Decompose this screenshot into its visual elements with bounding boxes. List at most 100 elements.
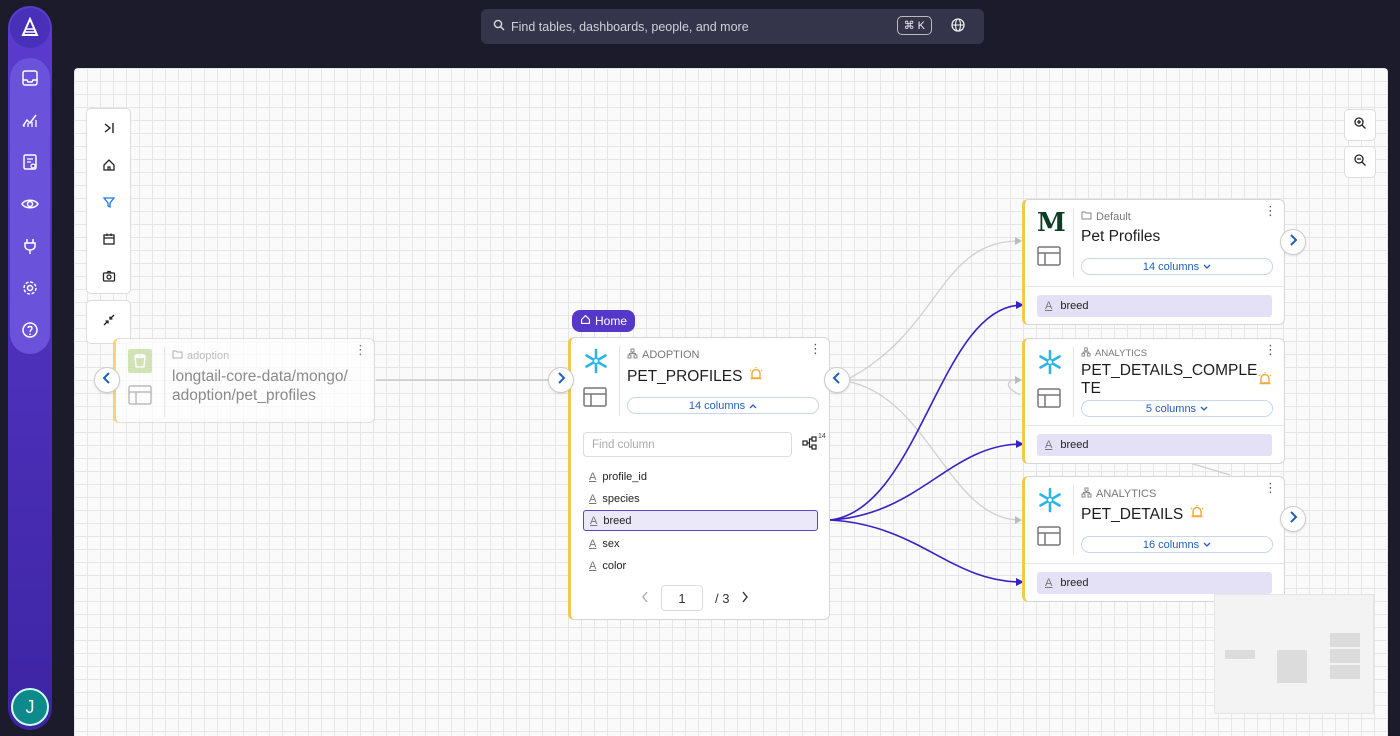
table-icon <box>128 385 158 410</box>
snowflake-icon <box>1037 487 1067 518</box>
analytics-icon[interactable] <box>10 104 50 136</box>
expand-downstream-button[interactable] <box>1280 506 1306 532</box>
snowflake-icon <box>1037 349 1067 380</box>
prev-page-icon[interactable] <box>641 591 649 606</box>
nav-rail: J <box>8 6 52 730</box>
column-name: sex <box>602 537 620 550</box>
lineage-graph-icon[interactable] <box>802 436 818 455</box>
plug-icon[interactable] <box>10 230 50 262</box>
column-pager: 1 / 3 <box>641 585 781 611</box>
target-crumb: Default <box>1096 210 1131 223</box>
target-title: Pet Profiles <box>1081 228 1161 245</box>
camera-icon[interactable] <box>87 257 130 294</box>
app-logo-icon[interactable] <box>10 8 50 48</box>
chevron-right-icon <box>1288 233 1298 251</box>
main-title: PET_PROFILES <box>627 367 743 385</box>
expand-downstream-button[interactable] <box>1280 229 1306 255</box>
globe-icon[interactable] <box>950 17 966 36</box>
source-title-line1: longtail-core-data/mongo/ <box>172 368 348 385</box>
minimap[interactable] <box>1214 594 1374 714</box>
user-initial: J <box>25 696 35 717</box>
nav-group <box>10 58 50 354</box>
page-total: / 3 <box>715 590 730 606</box>
collapse-button[interactable] <box>86 300 131 344</box>
zoom-in-icon <box>1353 116 1367 135</box>
folder-icon <box>172 349 183 362</box>
kebab-menu-icon[interactable]: ⋮ <box>354 342 367 357</box>
user-avatar[interactable]: J <box>11 688 49 726</box>
home-icon <box>580 314 591 328</box>
source-crumb: adoption <box>187 349 230 362</box>
expand-upstream-button[interactable] <box>94 367 120 393</box>
eye-icon[interactable] <box>10 188 50 220</box>
find-column-input[interactable]: Find column <box>583 432 792 457</box>
table-icon <box>583 387 613 412</box>
source-node-card[interactable]: adoption longtail-core-data/mongo/ adopt… <box>113 338 375 423</box>
columns-count: 14 columns <box>688 399 746 412</box>
columns-toggle[interactable]: 14 columns <box>627 397 819 414</box>
global-search-input[interactable]: Find tables, dashboards, people, and mor… <box>481 9 984 44</box>
collapse-downstream-button[interactable] <box>824 367 850 393</box>
filter-icon[interactable] <box>87 183 130 220</box>
alert-icon[interactable] <box>748 366 764 387</box>
string-type-icon: A <box>589 492 597 505</box>
chevron-down-icon <box>1200 403 1208 415</box>
zoom-out-button[interactable] <box>1344 146 1376 178</box>
collapse-icon <box>102 313 116 332</box>
chevron-down-icon <box>1203 539 1211 551</box>
report-icon[interactable] <box>10 146 50 178</box>
expand-panel-icon[interactable] <box>87 109 130 146</box>
string-type-icon: A <box>590 514 598 527</box>
canvas-toolbar <box>86 108 131 294</box>
column-name: color <box>602 559 627 572</box>
help-icon[interactable] <box>10 314 50 346</box>
chevron-right-icon <box>1288 510 1298 528</box>
table-icon <box>1037 526 1067 551</box>
columns-toggle[interactable]: 16 columns <box>1081 536 1273 553</box>
page-number-input[interactable]: 1 <box>661 585 703 611</box>
search-shortcut: ⌘ K <box>896 16 932 35</box>
kebab-menu-icon[interactable]: ⋮ <box>809 341 822 356</box>
target-node-card[interactable]: ANALYTICS PET_DETAILS_COMPLE TE 5 column… <box>1022 338 1285 464</box>
columns-count: 14 columns <box>1142 260 1200 273</box>
schema-icon <box>1081 487 1092 501</box>
field-name: breed <box>1060 439 1089 451</box>
next-page-icon[interactable] <box>741 591 749 606</box>
source-title: longtail-core-data/mongo/ adoption/pet_p… <box>172 367 348 405</box>
field-name: breed <box>1060 577 1089 589</box>
kebab-menu-icon[interactable]: ⋮ <box>1264 203 1277 218</box>
chevron-left-icon <box>832 371 842 389</box>
main-node-card[interactable]: ADOPTION PET_PROFILES 14 columns Find co… <box>568 337 830 620</box>
search-placeholder: Find tables, dashboards, people, and mor… <box>511 19 749 34</box>
alert-icon[interactable] <box>1257 371 1273 392</box>
alert-icon[interactable] <box>1189 504 1205 525</box>
calendar-icon[interactable] <box>87 220 130 257</box>
columns-toggle[interactable]: 14 columns <box>1081 258 1273 275</box>
table-icon <box>1037 388 1067 413</box>
home-icon[interactable] <box>87 146 130 183</box>
schema-icon <box>1081 347 1091 360</box>
inbox-icon[interactable] <box>10 62 50 94</box>
string-type-icon: A <box>589 537 597 550</box>
target-title-line2: TE <box>1081 380 1101 397</box>
table-icon <box>1037 246 1067 271</box>
columns-count: 16 columns <box>1142 538 1200 551</box>
kebab-menu-icon[interactable]: ⋮ <box>1264 342 1277 357</box>
columns-count: 5 columns <box>1145 402 1197 415</box>
target-title-line1: PET_DETAILS_COMPLE <box>1081 362 1258 379</box>
columns-toggle[interactable]: 5 columns <box>1081 400 1273 417</box>
zoom-in-button[interactable] <box>1344 109 1376 141</box>
kebab-menu-icon[interactable]: ⋮ <box>1264 480 1277 495</box>
gear-icon[interactable] <box>10 272 50 304</box>
expand-upstream-button[interactable] <box>548 367 574 393</box>
